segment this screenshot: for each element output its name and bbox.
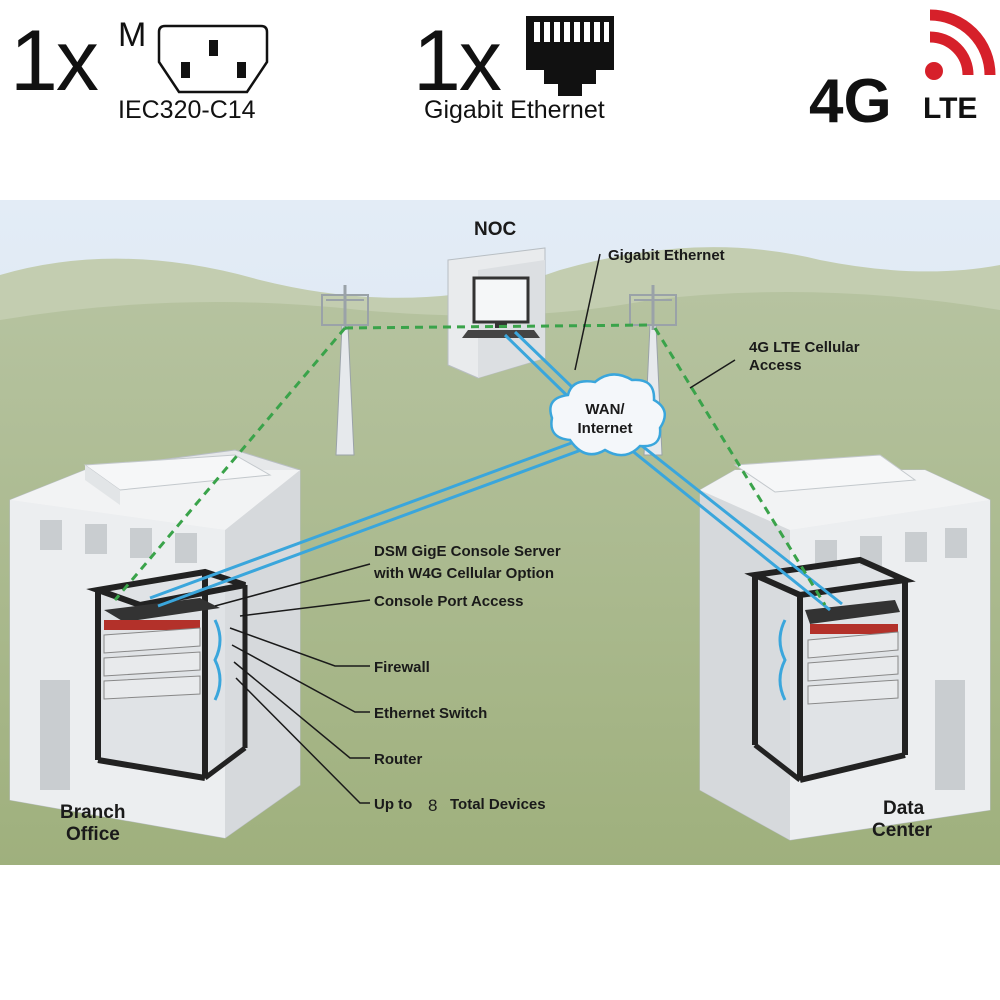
devices-label-suffix: Total Devices [450,796,546,813]
wan-cloud: WAN/ Internet [549,373,667,457]
branch-office-label-line1: Branch [60,802,125,823]
noc-monitor [472,276,530,324]
firewall-label: Firewall [374,659,430,676]
devices-label-prefix: Up to [374,796,412,813]
lte-logo-4g-text: 4G [809,67,892,135]
noc-building [447,247,546,379]
devices-count: 8 [428,796,437,815]
ethernet-links [149,330,843,612]
noc-keyboard [462,330,540,338]
wan-label-line1: WAN/ [585,401,625,418]
power-connector-label: IEC320-C14 [118,96,256,124]
lte-logo: 4G LTE [809,9,996,135]
ethernet-switch-label: Ethernet Switch [374,705,487,722]
leader-lines [214,253,736,804]
branch-office-label-line2: Office [66,824,120,845]
data-center-rack [744,556,916,783]
power-gender: M [118,16,147,54]
lte-access-label-line1: 4G LTE Cellular [749,339,860,356]
rj45-port-icon [526,16,614,96]
gigabit-ethernet-label: Gigabit Ethernet [608,247,725,264]
data-center-label-line1: Data [883,798,925,819]
network-port-label: Gigabit Ethernet [424,96,605,124]
power-qty: 1x [10,13,99,109]
wan-label-line2: Internet [577,420,632,437]
lte-access-label-line2: Access [749,357,802,374]
data-center-label-line2: Center [872,820,933,841]
branch-rack [86,568,248,781]
network-qty: 1x [413,13,502,109]
cellular-signal-icon [929,9,996,76]
network-diagram: WAN/ Internet NOC Gigabit Ethernet 4G LT… [0,200,1000,865]
dc-console-server [805,600,900,624]
console-port-label: Console Port Access [374,593,524,610]
cellular-links [113,323,827,606]
router-label: Router [374,751,422,768]
branch-console-server [104,598,220,622]
dsm-label-line2: with W4G Cellular Option [373,565,554,582]
cell-tower-left [321,285,369,456]
dsm-label-line1: DSM GigE Console Server [374,543,561,560]
lte-logo-lte-text: LTE [923,92,977,125]
noc-label: NOC [474,219,517,240]
iec-c14-inlet-icon [157,24,269,94]
